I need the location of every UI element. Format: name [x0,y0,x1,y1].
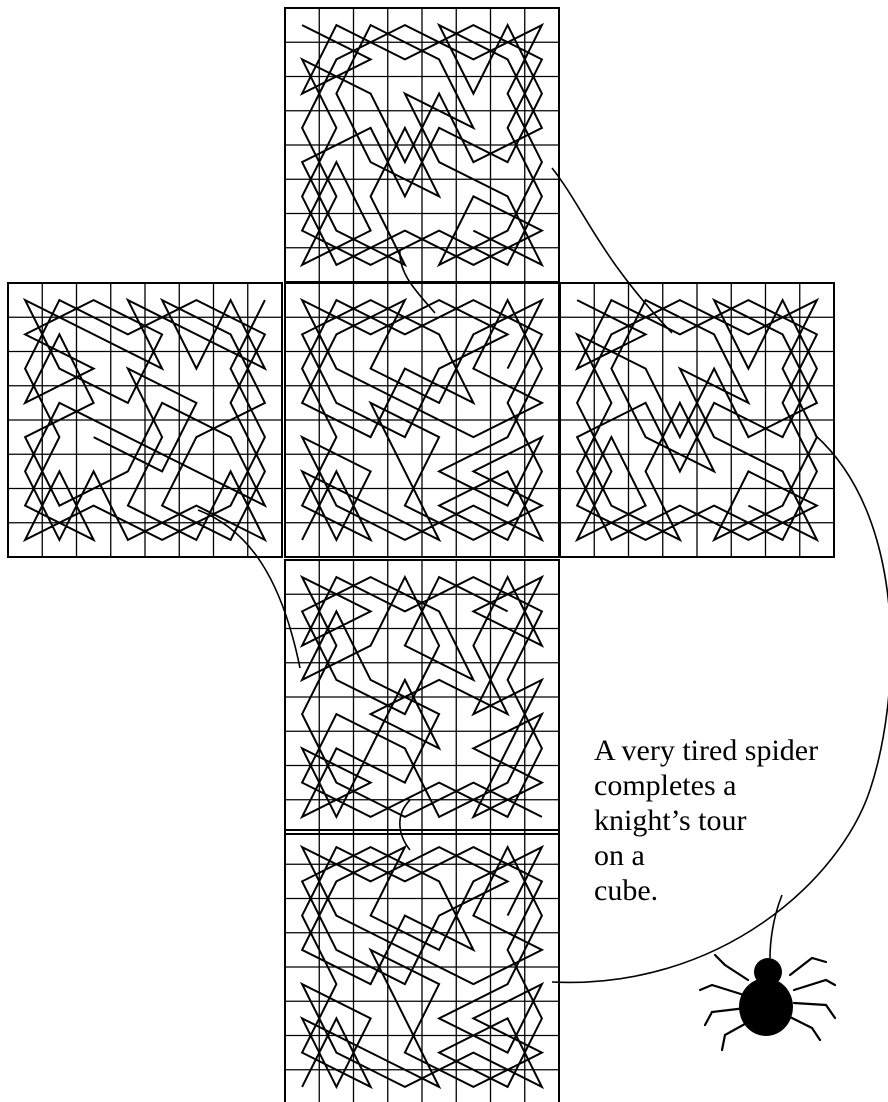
thread-front-to-bottom [400,800,410,850]
caption-line-4: on a [594,838,884,873]
face-grid-right [560,283,834,557]
caption-line-3: knight’s tour [594,803,884,838]
face-grid-top [285,8,559,282]
caption-line-5: cube. [594,873,884,908]
face-grid-bottom [285,560,559,834]
caption-line-1: A very tired spider [594,733,884,768]
face-grid-left [8,283,282,557]
spider-caption: A very tired spider completes a knight’s… [594,733,884,908]
face-grid-front [285,283,559,557]
cube-net-faces [8,8,834,1102]
caption-line-2: completes a [594,768,884,803]
spider-icon [700,955,835,1050]
thread-top-to-right [552,168,672,333]
